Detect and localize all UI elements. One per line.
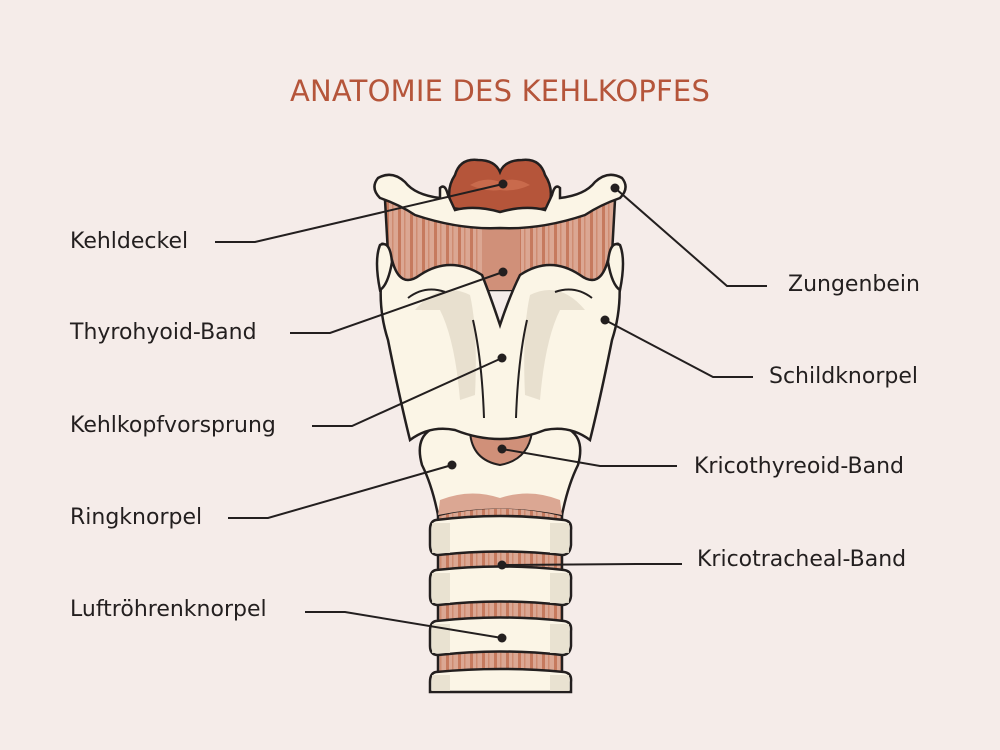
label-kehldeckel: Kehldeckel — [70, 229, 189, 254]
diagram-title: ANATOMIE DES KEHLKOPFES — [289, 74, 711, 108]
leader-dots — [447, 179, 620, 643]
label-kricotracheal-band: Kricotracheal-Band — [697, 547, 907, 572]
thyroid-horns — [375, 242, 625, 293]
leader-lines — [215, 183, 767, 639]
leader-kricothyreoid — [501, 448, 677, 467]
label-ringknorpel: Ringknorpel — [70, 505, 203, 530]
label-schildknorpel: Schildknorpel — [769, 364, 918, 389]
leader-schildknorpel — [604, 319, 753, 378]
hyoid-bone — [373, 173, 627, 230]
tracheal-ring-2 — [428, 565, 573, 607]
ring-shadows — [432, 523, 569, 691]
leader-kricotracheal — [501, 563, 682, 566]
label-kehlkopfvorsprung: Kehlkopfvorsprung — [70, 413, 276, 438]
label-kricothyreoid-band: Kricothyreoid-Band — [694, 454, 904, 479]
label-luftroehrenknorpel: Luftröhrenknorpel — [70, 597, 267, 622]
tracheal-ring-4 — [428, 667, 573, 694]
leader-thyrohyoid — [290, 271, 504, 334]
label-thyrohyoid-band: Thyrohyoid-Band — [70, 320, 257, 345]
leader-luftroehren — [305, 611, 503, 639]
label-zungenbein: Zungenbein — [788, 272, 920, 297]
leader-zungenbein — [614, 187, 767, 287]
leader-kehldeckel — [215, 183, 504, 243]
tracheal-ring-1 — [428, 514, 573, 557]
leader-kehlkopfvorsprung — [312, 357, 503, 427]
leader-ringknorpel — [228, 464, 453, 519]
